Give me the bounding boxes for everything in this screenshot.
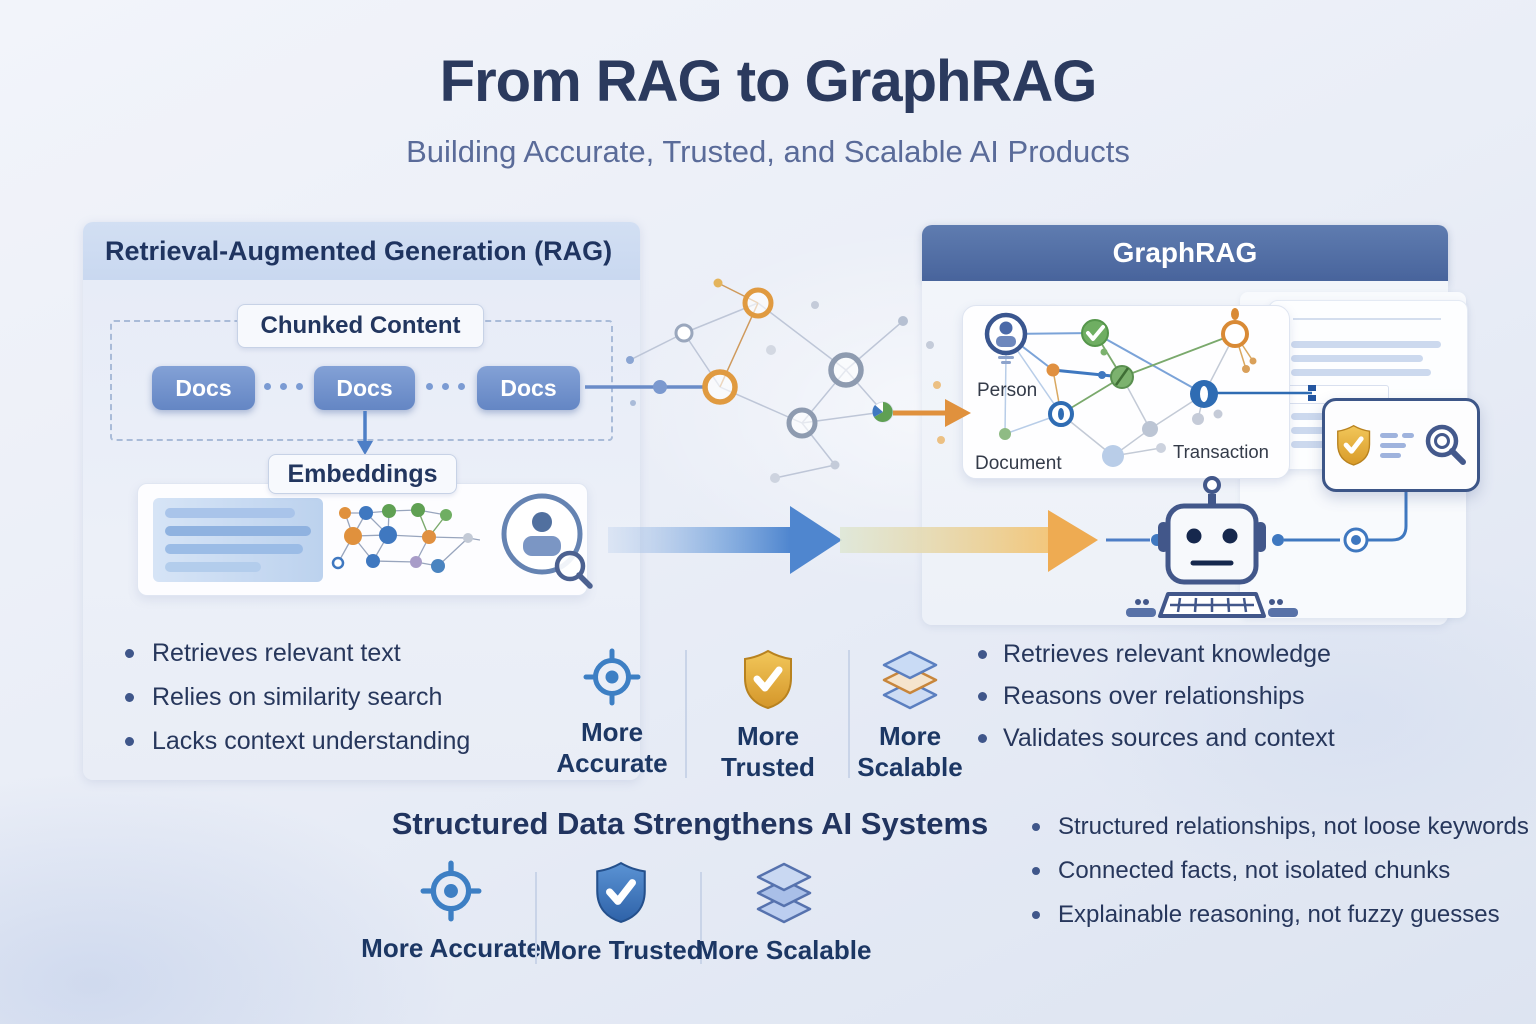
shield-check-icon — [596, 861, 646, 924]
robot-icon — [1106, 476, 1408, 618]
rag-panel: Retrieval-Augmented Generation (RAG) Chu… — [83, 222, 640, 780]
ellipsis-dots — [264, 383, 303, 390]
layers-icon — [882, 650, 938, 710]
validation-card — [1322, 398, 1480, 492]
node-label-document: Document — [975, 453, 1062, 474]
document-network-graphic — [585, 278, 971, 483]
benefit-more-scalable-bottom: More Scalable — [684, 860, 884, 966]
chunked-content-label: Chunked Content — [237, 304, 484, 348]
divider — [535, 872, 537, 964]
benefit-label: More Accurate — [361, 933, 541, 963]
list-item: Retrieves relevant knowledge — [978, 633, 1335, 675]
benefit-label: More Trusted — [539, 935, 703, 965]
transformation-arrow — [608, 506, 1124, 574]
knowledge-graph: Person Document Transaction — [975, 308, 1269, 474]
docs-box-2: Docs — [314, 366, 415, 410]
text-line-placeholder — [1380, 432, 1415, 458]
text-line-placeholder — [1293, 318, 1441, 320]
list-item: Reasons over relationships — [978, 675, 1335, 717]
divider — [700, 872, 702, 964]
list-item: Connected facts, not isolated chunks — [1032, 851, 1529, 891]
embedding-network-graphic — [331, 503, 480, 573]
text-line-placeholder — [1291, 355, 1423, 362]
node-label-transaction: Transaction — [1173, 441, 1269, 462]
bottom-bullet-list: Structured relationships, not loose keyw… — [1032, 807, 1529, 939]
embeddings-label: Embeddings — [268, 454, 457, 494]
target-icon — [583, 648, 641, 706]
list-item: Validates sources and context — [978, 717, 1335, 759]
bottom-section-title: Structured Data Strengthens AI Systems — [391, 806, 989, 841]
divider — [848, 650, 850, 778]
text-snippet-block — [153, 498, 323, 582]
person-search-icon — [501, 493, 593, 589]
rag-bullet-list: Retrieves relevant text Relies on simila… — [125, 631, 470, 763]
list-item: Retrieves relevant text — [125, 631, 470, 675]
docs-box-3: Docs — [477, 366, 580, 410]
list-item: Lacks context understanding — [125, 719, 470, 763]
docs-box-1: Docs — [152, 366, 255, 410]
embeddings-card — [137, 483, 593, 596]
knowledge-graph-card: Person Document Transaction — [962, 305, 1290, 479]
graph-to-document-connector — [1214, 385, 1316, 401]
rag-panel-header: Retrieval-Augmented Generation (RAG) — [83, 222, 640, 280]
list-item: Explainable reasoning, not fuzzy guesses — [1032, 895, 1529, 935]
benefit-label: More Scalable — [696, 935, 872, 965]
page-subtitle: Building Accurate, Trusted, and Scalable… — [406, 134, 1130, 169]
arrow-down-icon — [357, 411, 373, 455]
node-label-person: Person — [977, 380, 1037, 401]
page-title: From RAG to GraphRAG — [439, 49, 1098, 114]
ellipsis-dots — [426, 383, 465, 390]
text-line-placeholder — [1291, 341, 1441, 348]
layers-icon — [756, 862, 812, 924]
target-icon — [420, 860, 482, 922]
graphrag-panel-header: GraphRAG — [922, 225, 1448, 281]
list-item: Structured relationships, not loose keyw… — [1032, 807, 1529, 847]
benefit-more-trusted-bottom: More Trusted — [521, 860, 721, 966]
magnifier-icon — [1426, 424, 1467, 465]
graphrag-bullet-list: Retrieves relevant knowledge Reasons ove… — [978, 633, 1335, 759]
divider — [685, 650, 687, 778]
text-line-placeholder — [1291, 369, 1431, 376]
shield-check-icon — [744, 649, 792, 710]
benefit-more-accurate-bottom: More Accurate — [351, 860, 551, 964]
shield-check-icon — [1337, 424, 1371, 466]
list-item: Relies on similarity search — [125, 675, 470, 719]
